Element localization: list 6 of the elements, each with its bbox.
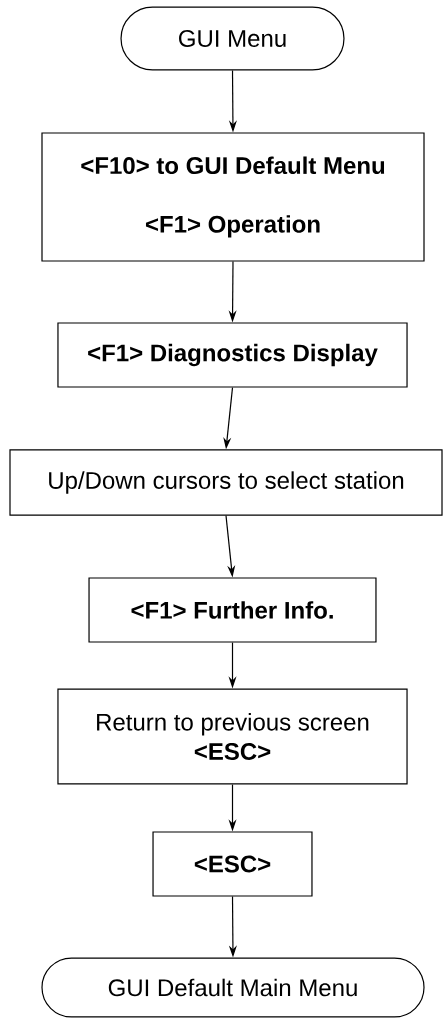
process-box: <F1> Diagnostics Display (57, 322, 408, 388)
process-box: <F10> to GUI Default Menu <F1> Operation (41, 132, 425, 262)
process-box: Return to previous screen <ESC> (57, 688, 408, 785)
process-box: Up/Down cursors to select station (9, 449, 443, 516)
process-box: <F1> Further Info. (88, 577, 377, 643)
process-box: <ESC> (152, 831, 313, 897)
